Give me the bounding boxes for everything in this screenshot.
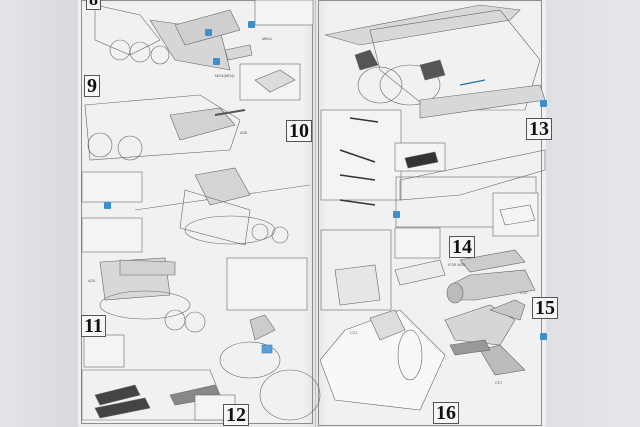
step-number-15: 15 [532, 297, 558, 319]
page-border-right [318, 0, 542, 426]
part-label: MB11 [262, 36, 273, 41]
step-number-9: 9 [84, 75, 100, 97]
glue-icon [213, 58, 220, 65]
step-10-drawing [81, 167, 311, 253]
photo-etch-icon [540, 333, 547, 340]
table-background-right [545, 0, 640, 427]
part-label: C21 [350, 330, 358, 335]
step-14-drawing [320, 227, 536, 311]
step-number-14: 14 [449, 236, 475, 258]
glue-icon [205, 29, 212, 36]
step-9-drawing [84, 94, 246, 161]
part-label: FOR M35 [448, 262, 466, 267]
photo-etch-icon [104, 202, 111, 209]
step-11-drawing [81, 257, 308, 421]
step-16-drawing [319, 299, 526, 411]
step-number-12: 12 [223, 404, 249, 426]
step-number-11: 11 [81, 315, 106, 337]
glue-icon [393, 211, 400, 218]
step-number-10: 10 [286, 120, 312, 142]
step-number-8: 8 [86, 0, 101, 10]
part-label: A25 [240, 130, 248, 135]
glue-icon [540, 100, 547, 107]
part-label: C12 [520, 290, 528, 295]
table-background-left [0, 0, 78, 427]
part-label: A25 [88, 278, 96, 283]
part-label: MD4(MD4) [215, 73, 235, 78]
part-label: C27 [495, 380, 503, 385]
step-8-drawing [94, 0, 314, 101]
step-number-13: 13 [526, 118, 552, 140]
step-12-drawing [219, 314, 321, 421]
glue-icon [248, 21, 255, 28]
step-13-drawing [320, 4, 546, 237]
step-number-16: 16 [433, 402, 459, 424]
page-border-left [81, 0, 313, 424]
